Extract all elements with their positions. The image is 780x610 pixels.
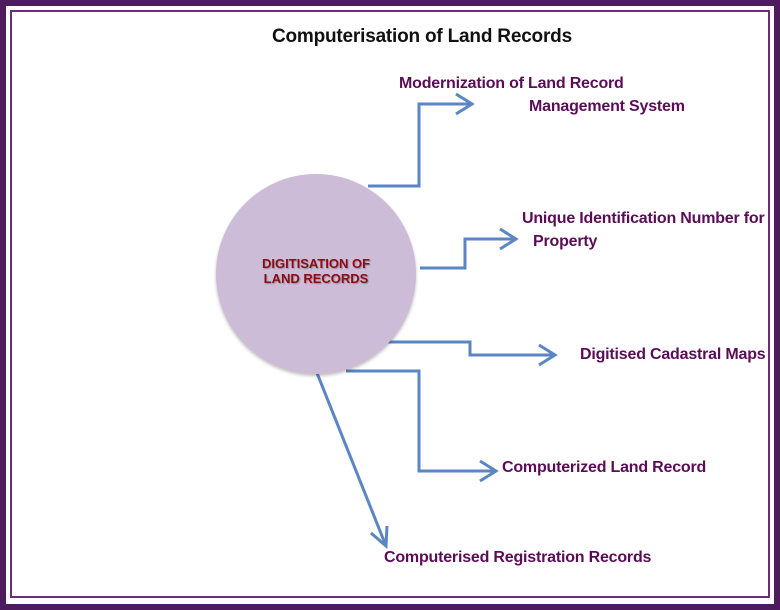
center-label: DIGITISATION OF LAND RECORDS [250, 256, 382, 286]
output-label-unique-id-line2: Property [533, 233, 598, 250]
output-label-modernization-line2: Management System [529, 98, 685, 115]
arrowhead-unique-id [499, 227, 519, 251]
arrow-to-computerized-land-record [346, 369, 496, 473]
output-label-modernization-line1: Modernization of Land Record [399, 75, 624, 92]
arrowhead-cadastral-maps [538, 343, 558, 367]
output-label-computerized-land-record: Computerized Land Record [502, 459, 707, 476]
arrow-to-modernization [368, 102, 472, 188]
center-label-line1: DIGITISATION OF [261, 256, 371, 271]
diagram-title: Computerisation of Land Records [272, 26, 572, 47]
arrowhead-modernization [455, 92, 475, 116]
arrowhead-registration-records [370, 525, 389, 550]
output-label-cadastral-maps: Digitised Cadastral Maps [580, 346, 766, 363]
output-label-registration-records: Computerised Registration Records [384, 549, 652, 566]
inner-frame [10, 10, 770, 598]
output-label-unique-id-line1: Unique Identification Number for [522, 210, 765, 227]
arrow-to-cadastral-maps [388, 340, 555, 357]
center-label-line2: LAND RECORDS [263, 271, 369, 286]
arrowhead-computerized-land-record [479, 459, 499, 483]
center-circle [216, 174, 416, 374]
arrow-to-unique-id [420, 237, 516, 270]
arrow-to-registration-records [315, 372, 388, 547]
